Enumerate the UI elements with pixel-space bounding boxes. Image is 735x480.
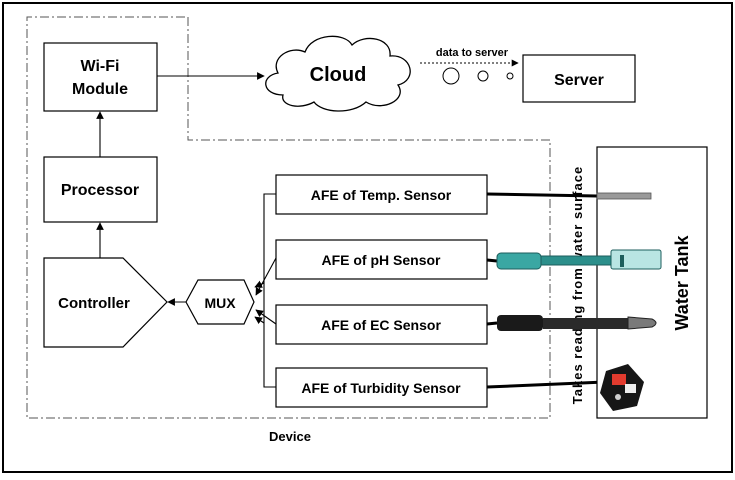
afe-ph-label: AFE of pH Sensor xyxy=(321,252,441,268)
ph-probe-icon xyxy=(496,249,662,270)
turbidity-probe-cable xyxy=(486,380,606,389)
device-boundary xyxy=(26,16,551,419)
afe-ec-box xyxy=(275,304,488,345)
afe-turbidity-box xyxy=(275,367,488,408)
server-label: Server xyxy=(554,72,604,89)
bus-arrow-ec xyxy=(255,309,277,325)
afe-ph-box xyxy=(275,239,488,280)
processor-label: Processor xyxy=(61,182,139,199)
afe-turbidity-label: AFE of Turbidity Sensor xyxy=(301,380,461,396)
temperature-probe-icon xyxy=(596,192,652,200)
outer-frame xyxy=(2,2,733,473)
data-to-server-label: data to server xyxy=(436,47,509,59)
bubble-icon xyxy=(477,70,489,82)
afe-bus xyxy=(263,193,276,388)
afe-temp-label: AFE of Temp. Sensor xyxy=(311,187,452,203)
wifi-module-label-line1: Wi-Fi xyxy=(81,58,120,75)
server-box xyxy=(522,54,636,103)
bubble-icon xyxy=(442,67,460,85)
afe-temp-box xyxy=(275,174,488,215)
cloud-icon xyxy=(265,35,411,112)
bubble-icon xyxy=(506,72,514,80)
controller-box xyxy=(43,257,168,348)
reading-note: Takes reading from water surface xyxy=(570,166,585,404)
wifi-module-box xyxy=(43,42,158,112)
processor-box xyxy=(43,156,158,223)
ec-probe-icon xyxy=(497,315,657,331)
water-tank-label: Water Tank xyxy=(672,235,692,331)
ph-probe-cable xyxy=(486,258,498,263)
device-label: Device xyxy=(269,429,311,444)
temp-probe-cable xyxy=(486,192,598,198)
ec-probe-cable xyxy=(486,321,498,326)
cloud-label: Cloud xyxy=(310,64,367,86)
bus-arrow-ph xyxy=(255,257,277,296)
turbidity-sensor-icon xyxy=(600,364,644,411)
controller-label: Controller xyxy=(58,295,130,312)
afe-ec-label: AFE of EC Sensor xyxy=(321,317,441,333)
wifi-module-label-line2: Module xyxy=(72,81,128,98)
bus-arrow-turbidity xyxy=(254,316,265,325)
mux-label: MUX xyxy=(204,295,236,311)
